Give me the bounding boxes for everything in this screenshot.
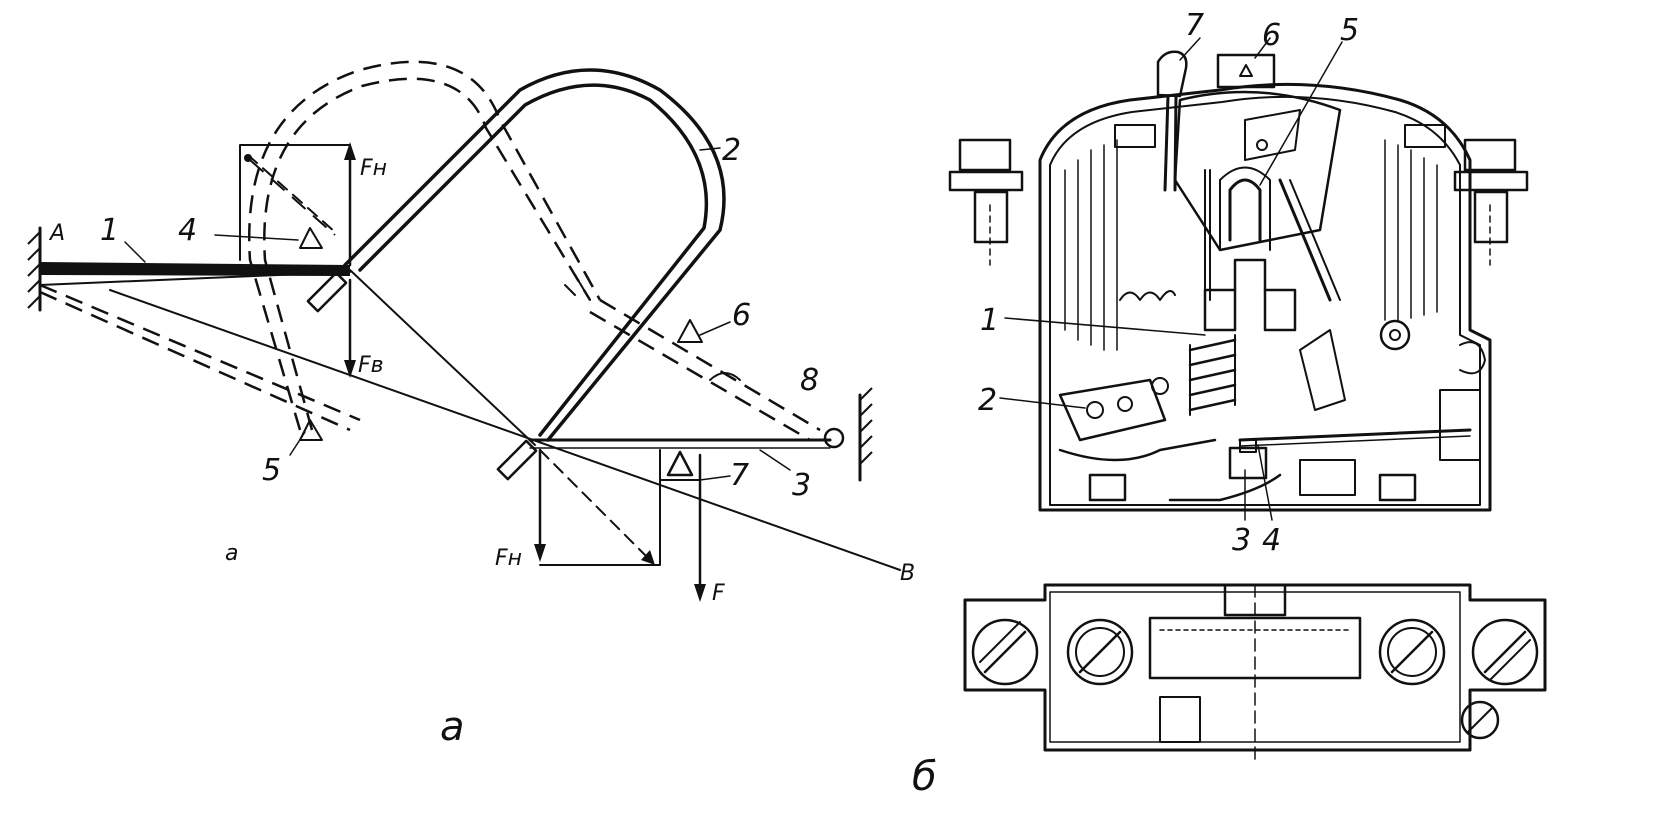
point-label-a: A <box>48 221 65 246</box>
part-label-b-6: 6 <box>1262 18 1281 53</box>
part-label-5: 5 <box>262 453 281 488</box>
deflected-strip <box>39 283 361 422</box>
part-label-4: 4 <box>178 213 197 248</box>
wall-a <box>27 226 42 312</box>
force-diagram-lower <box>534 448 706 602</box>
force-label-fn-top: Fн <box>360 156 387 181</box>
bracket-2 <box>1058 378 1167 442</box>
loop-alternate-position <box>248 60 602 431</box>
part-label-2: 2 <box>722 133 741 168</box>
base-screws <box>971 618 1539 740</box>
point-label-b: B <box>900 561 915 586</box>
part-label-6: 6 <box>732 298 751 333</box>
force-label-fn-bottom: Fн <box>495 546 522 571</box>
loop-end-upper <box>306 271 348 313</box>
loop-end-lower <box>496 439 538 481</box>
part-label-b-7: 7 <box>1185 8 1204 43</box>
coil-spring <box>1188 334 1237 416</box>
reset-button <box>1216 53 1276 89</box>
part-label-b-1: 1 <box>980 303 999 338</box>
caption-b: б <box>912 754 937 800</box>
part-label-b-4: 4 <box>1262 523 1281 558</box>
cooling-ribs <box>1064 139 1438 351</box>
handwritten-mark: a <box>225 541 238 566</box>
handle <box>1156 50 1188 98</box>
stop-5 <box>299 419 323 441</box>
force-label-fv: Fв <box>358 353 384 378</box>
hinge-8 <box>823 427 845 449</box>
terminal-right <box>1453 138 1529 266</box>
force-diagram-upper <box>239 142 356 378</box>
part-label-3: 3 <box>792 468 811 503</box>
loop-spring <box>343 68 726 442</box>
part-label-b-2: 2 <box>978 383 997 418</box>
base-plate <box>963 583 1547 761</box>
line-a-b <box>109 289 901 571</box>
terminal-left <box>948 138 1024 266</box>
pivot-7 <box>659 450 701 481</box>
part-label-8: 8 <box>800 363 819 398</box>
part-label-7: 7 <box>730 458 749 493</box>
caption-a: a <box>440 704 465 750</box>
stop-6 <box>677 319 703 343</box>
stop-4 <box>299 227 323 249</box>
part-label-b-5: 5 <box>1340 13 1359 48</box>
figure-a: A 1 4 2 6 8 3 7 5 Fн Fв Fн F B a a <box>27 60 915 750</box>
contact-u <box>1228 178 1262 242</box>
part-label-1: 1 <box>100 213 119 248</box>
wall-right <box>858 387 873 482</box>
figure-b: 7 6 5 1 2 3 4 б <box>912 8 1547 800</box>
bimetal-strip <box>40 262 350 276</box>
part-label-b-3: 3 <box>1232 523 1251 558</box>
force-label-fr: F <box>712 581 725 606</box>
bimetal-bar <box>1238 428 1472 442</box>
